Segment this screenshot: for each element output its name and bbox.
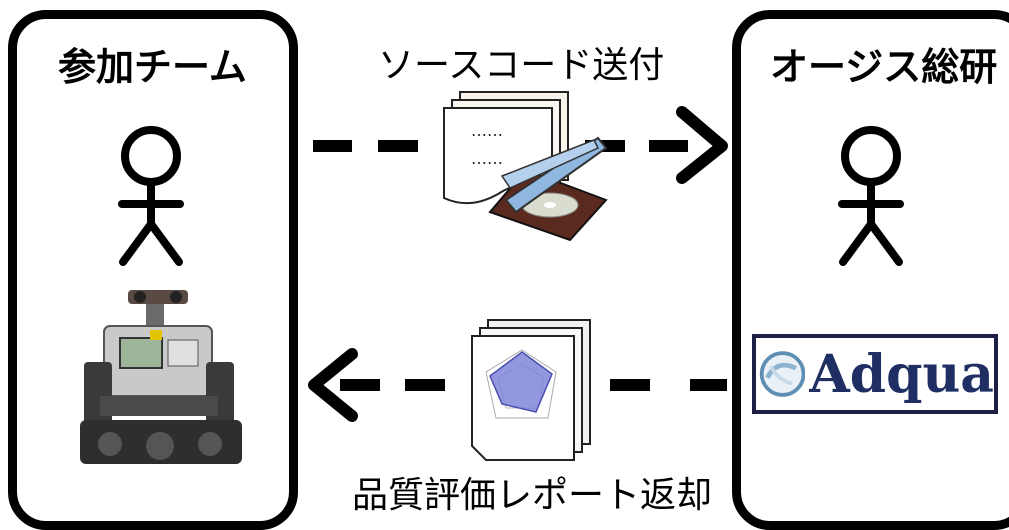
ogis-title: オージス総研 [770, 45, 998, 89]
person-icon [118, 126, 184, 266]
cd-icon [488, 136, 608, 242]
person-icon [838, 126, 904, 266]
radar-chart-icon [485, 349, 557, 419]
doc-line: …… [471, 121, 503, 140]
report-icon [471, 319, 591, 461]
robot-image [80, 290, 242, 464]
doc-line: …… [471, 149, 503, 168]
source-code-label: ソースコード送付 [378, 45, 665, 86]
return-arrow [308, 348, 727, 422]
team-title: 参加チーム [58, 45, 247, 89]
ogis-box [732, 10, 1009, 530]
adqua-logo-text: Adqua [809, 343, 994, 405]
adqua-logo: Adqua [752, 334, 998, 414]
diagram-graphics: …… …… [80, 91, 904, 464]
adqua-swirl-icon [759, 351, 806, 397]
